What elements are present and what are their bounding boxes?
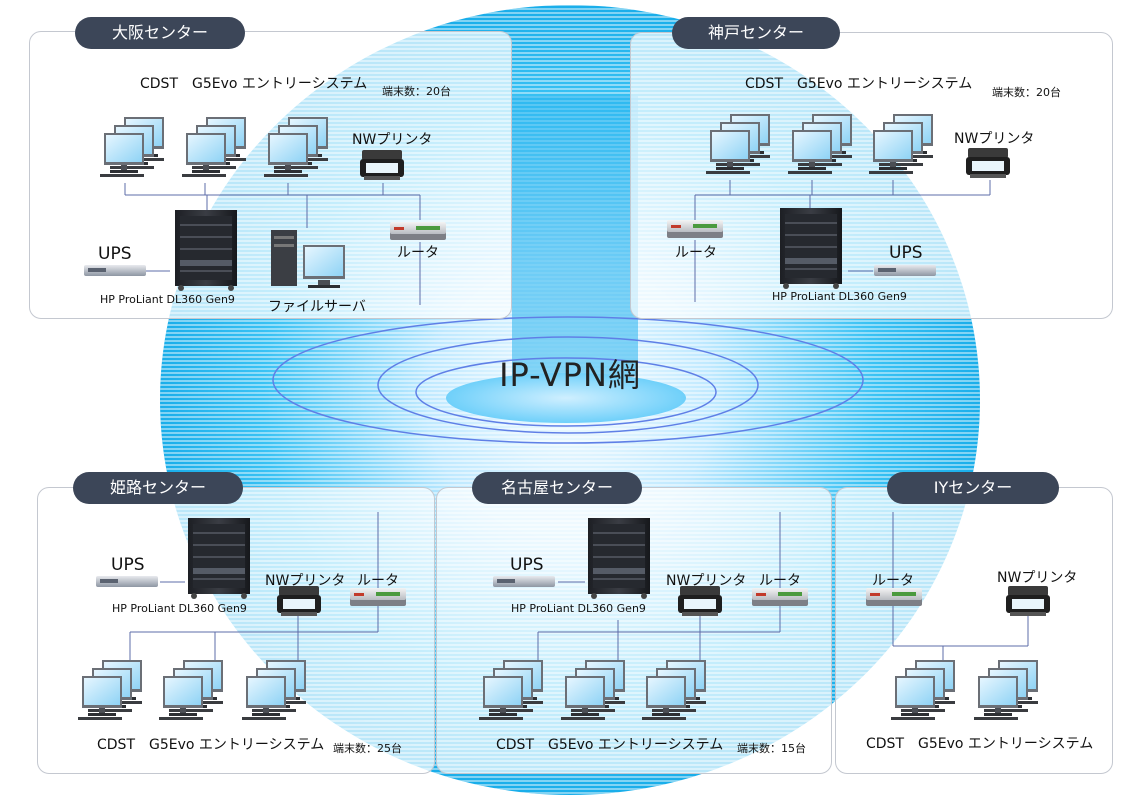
osaka-ups-label: UPS [98,244,132,264]
kobe-server-label: HP ProLiant DL360 Gen9 [772,290,907,303]
iy-system-label: CDST G5Evo エントリーシステム [866,736,1094,752]
himeji-router-label: ルータ [357,573,399,589]
iy-center-panel [835,487,1113,774]
nagoya-printer-label: NWプリンタ [666,573,747,589]
osaka-file-server-label: ファイルサーバ [268,299,366,315]
nagoya-center-title: 名古屋センター [472,472,642,504]
kobe-terminal-count: 端末数：20台 [992,86,1061,99]
vpn-core-band [512,96,638,376]
osaka-center-title: 大阪センター [75,17,245,49]
network-label: IP-VPN網 [499,356,641,394]
iy-workstation-group-2 [974,660,1038,720]
kobe-ups-label: UPS [889,243,923,263]
kobe-center-title: 神戸センター [672,17,840,49]
nagoya-router-label: ルータ [759,573,801,589]
iy-printer-icon [1006,586,1050,616]
iy-printer-label: NWプリンタ [997,570,1078,586]
vpn-ring-outer [272,316,864,444]
osaka-file-server-icon [271,230,345,288]
himeji-terminal-count: 端末数：25台 [333,742,402,755]
nagoya-system-label: CDST G5Evo エントリーシステム [496,737,724,753]
nagoya-terminal-count: 端末数：15台 [737,742,806,755]
vpn-core [446,373,686,423]
nagoya-server-label: HP ProLiant DL360 Gen9 [511,602,646,615]
nagoya-ups-label: UPS [510,555,544,575]
vpn-ring-inner [415,357,717,427]
osaka-printer-label: NWプリンタ [352,132,433,148]
osaka-router-label: ルータ [397,245,439,261]
kobe-printer-label: NWプリンタ [954,131,1035,147]
iy-workstation-group-1 [891,660,955,720]
himeji-printer-label: NWプリンタ [265,573,346,589]
himeji-center-title: 姫路センター [73,472,243,504]
kobe-system-label: CDST G5Evo エントリーシステム [745,76,973,92]
iy-center-title: IYセンター [887,472,1059,504]
osaka-terminal-count: 端末数：20台 [382,85,451,98]
vpn-ring-middle [377,336,759,434]
himeji-system-label: CDST G5Evo エントリーシステム [97,737,325,753]
osaka-server-label: HP ProLiant DL360 Gen9 [100,293,235,306]
himeji-server-label: HP ProLiant DL360 Gen9 [112,602,247,615]
iy-router-icon [866,588,922,606]
himeji-ups-label: UPS [111,555,145,575]
osaka-system-label: CDST G5Evo エントリーシステム [140,76,368,92]
iy-router-label: ルータ [872,573,914,589]
kobe-router-label: ルータ [675,245,717,261]
